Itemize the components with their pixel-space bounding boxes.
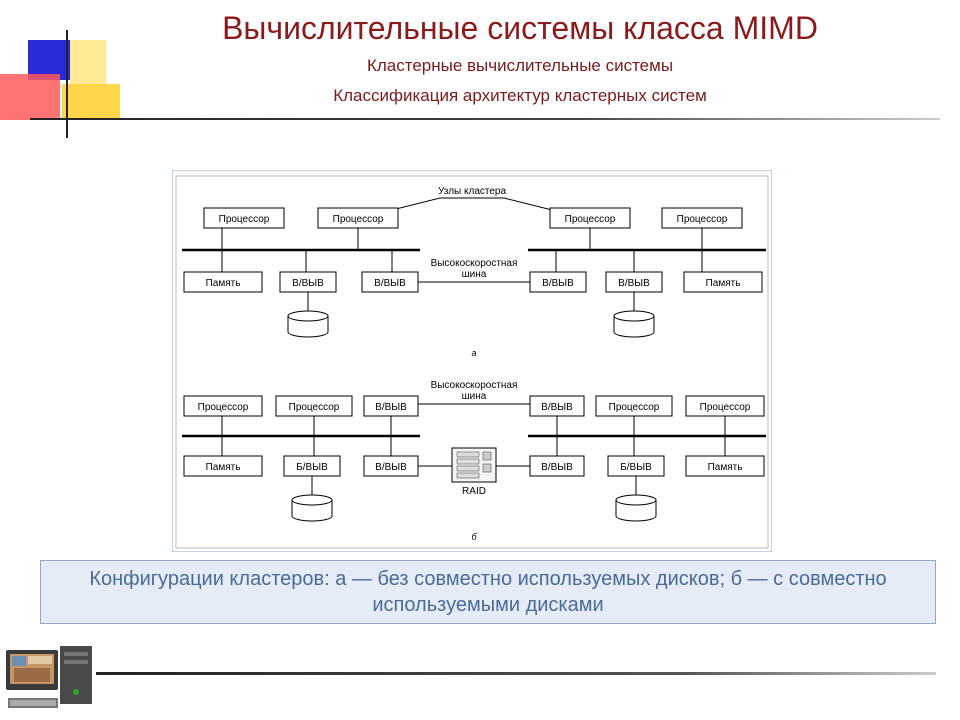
svg-text:В/ВЫВ: В/ВЫВ xyxy=(375,402,407,413)
diagram-box: Процессор xyxy=(275,395,353,417)
bus-label: Высокоскоростная xyxy=(431,258,518,269)
diagram-box: Процессор xyxy=(183,395,263,417)
sublabel-a: а xyxy=(471,348,476,358)
diagram-box: В/ВЫВ xyxy=(279,271,337,293)
deco-bottom-line xyxy=(96,672,936,675)
diagram-box: В/ВЫВ xyxy=(529,271,587,293)
nodes-label: Узлы кластера xyxy=(438,186,507,197)
svg-text:В/ВЫВ: В/ВЫВ xyxy=(541,402,573,413)
svg-text:Память: Память xyxy=(206,278,241,289)
diagram-box: Б/ВЫВ xyxy=(607,455,665,477)
disk-icon xyxy=(287,310,329,338)
disk-icon xyxy=(615,494,657,522)
svg-text:В/ВЫВ: В/ВЫВ xyxy=(292,278,324,289)
svg-text:Б/ВЫВ: Б/ВЫВ xyxy=(296,462,328,473)
svg-text:Память: Память xyxy=(708,462,743,473)
cluster-diagram: Узлы кластера Процессор Процессор Процес… xyxy=(172,170,772,552)
sublabel-b: б xyxy=(471,532,477,542)
svg-text:Процессор: Процессор xyxy=(289,402,340,413)
diagram-box: Процессор xyxy=(595,395,673,417)
page-title: Вычислительные системы класса MIMD xyxy=(222,10,818,46)
svg-text:Б/ВЫВ: Б/ВЫВ xyxy=(620,462,652,473)
diagram-box: В/ВЫВ xyxy=(529,455,585,477)
deco-yellow-square xyxy=(70,40,106,84)
svg-text:Процессор: Процессор xyxy=(677,214,728,225)
deco-vertical-line xyxy=(66,30,68,138)
svg-text:Процессор: Процессор xyxy=(219,214,270,225)
diagram-box: В/ВЫВ xyxy=(361,271,419,293)
page-subtitle-2: Классификация архитектур кластерных сист… xyxy=(333,86,707,105)
svg-text:Процессор: Процессор xyxy=(609,402,660,413)
deco-blue-square xyxy=(28,40,70,80)
diagram-box: В/ВЫВ xyxy=(363,455,419,477)
svg-text:Процессор: Процессор xyxy=(700,402,751,413)
diagram-box: В/ВЫВ xyxy=(529,395,585,417)
diagram-box: Память xyxy=(183,271,263,293)
disk-icon xyxy=(613,310,655,338)
diagram-box: Память xyxy=(685,455,765,477)
diagram-box: Б/ВЫВ xyxy=(283,455,341,477)
deco-red-square xyxy=(0,74,60,120)
diagram-box: В/ВЫВ xyxy=(363,395,419,417)
diagram-box: В/ВЫВ xyxy=(605,271,663,293)
raid-label: RAID xyxy=(462,486,486,497)
diagram-box: Процессор xyxy=(685,395,765,417)
diagram-box: Память xyxy=(683,271,763,293)
bus-label: шина xyxy=(462,269,487,280)
svg-text:В/ВЫВ: В/ВЫВ xyxy=(618,278,650,289)
svg-text:В/ВЫВ: В/ВЫВ xyxy=(541,462,573,473)
page-subtitle: Кластерные вычислительные системы xyxy=(366,56,674,75)
svg-text:Память: Память xyxy=(706,278,741,289)
svg-text:В/ВЫВ: В/ВЫВ xyxy=(375,462,407,473)
diagram-box: Процессор xyxy=(549,207,631,229)
deco-horizontal-line xyxy=(30,118,940,120)
diagram-box: Память xyxy=(183,455,263,477)
svg-text:Процессор: Процессор xyxy=(198,402,249,413)
bus-label: шина xyxy=(462,391,487,402)
deco-yellow-square-2 xyxy=(62,84,120,120)
svg-text:Процессор: Процессор xyxy=(333,214,384,225)
diagram-box: Процессор xyxy=(661,207,743,229)
svg-text:В/ВЫВ: В/ВЫВ xyxy=(374,278,406,289)
figure-caption: Конфигурации кластеров: а — без совместн… xyxy=(40,560,936,624)
bus-label: Высокоскоростная xyxy=(431,380,518,391)
disk-icon xyxy=(291,494,333,522)
svg-text:В/ВЫВ: В/ВЫВ xyxy=(542,278,574,289)
nodes-pointer xyxy=(371,197,573,216)
raid-array-icon xyxy=(451,447,497,483)
svg-text:Процессор: Процессор xyxy=(565,214,616,225)
diagram-box: Процессор xyxy=(317,207,399,229)
diagram-box: Процессор xyxy=(203,207,285,229)
computer-workstation-icon xyxy=(6,646,92,708)
svg-text:Память: Память xyxy=(206,462,241,473)
